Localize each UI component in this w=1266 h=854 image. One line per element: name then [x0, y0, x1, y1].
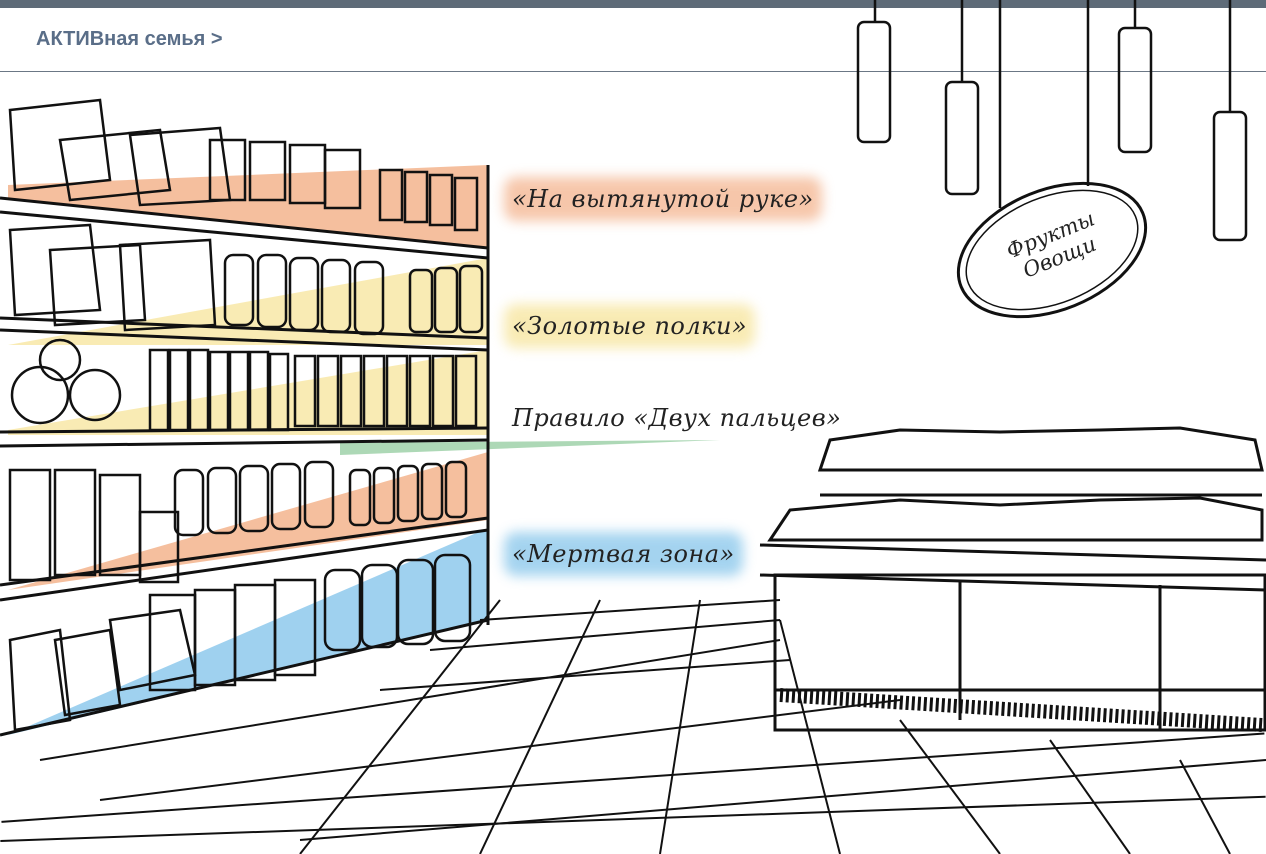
produce-stand-icon [760, 428, 1266, 730]
zone-label-golden-shelves: «Золотые полки» [512, 312, 747, 340]
produce-stand-base-pattern [780, 695, 1262, 725]
zone-arm-reach-text: «На вытянутой руке» [512, 185, 814, 213]
zone-dead-zone-text: «Мертвая зона» [512, 540, 735, 568]
floor-tiles [0, 600, 1266, 854]
zone-two-fingers-text: Правило «Двух пальцев» [512, 404, 841, 432]
pendant-lamp-icon [858, 0, 1246, 240]
zone-golden-shelves-text: «Золотые полки» [512, 312, 747, 340]
zone-label-two-fingers: Правило «Двух пальцев» [512, 404, 841, 432]
zone-label-dead-zone: «Мертвая зона» [512, 540, 735, 568]
zone-label-arm-reach: «На вытянутой руке» [512, 185, 814, 213]
